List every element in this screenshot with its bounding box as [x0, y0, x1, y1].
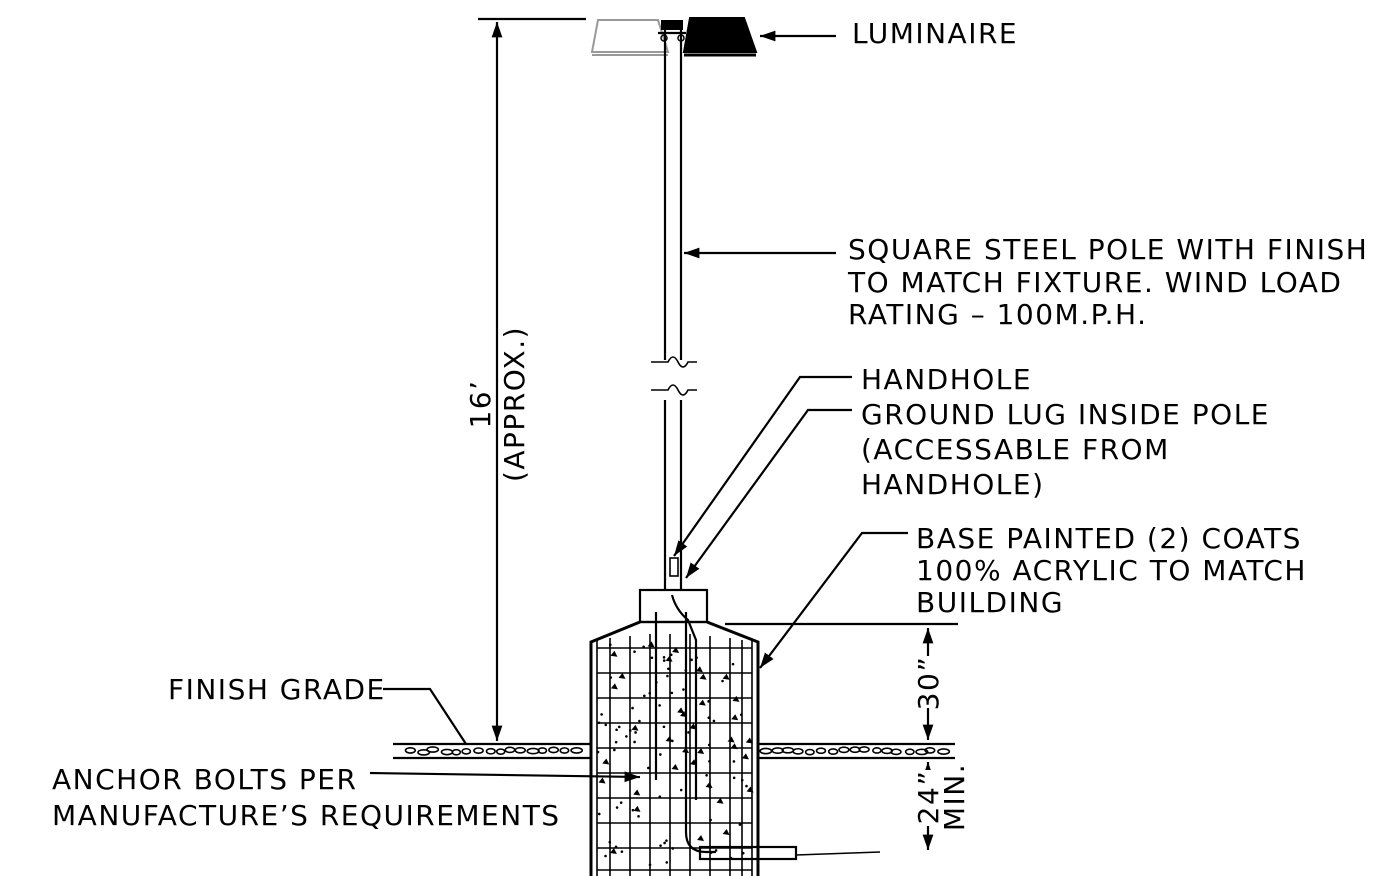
steel-pole [651, 30, 697, 590]
anchor-bolts-line-1: ANCHOR BOLTS PER [52, 763, 357, 796]
pole-note: SQUARE STEEL POLE WITH FINISH TO MATCH F… [847, 233, 1368, 331]
ground-lug-line-3: HANDHOLE) [861, 468, 1045, 501]
ground-lug-line-1: GROUND LUG INSIDE POLE [861, 398, 1270, 431]
base-paint-line-2: 100% ACRYLIC TO MATCH [916, 554, 1307, 587]
below-grade-value: 24” [912, 770, 945, 825]
concrete-base [589, 588, 881, 876]
pole-note-line-3: RATING – 100M.P.H. [848, 298, 1148, 331]
ground-lug-note: GROUND LUG INSIDE POLE (ACCESSABLE FROM … [861, 398, 1270, 501]
height-note: (APPROX.) [498, 326, 531, 482]
pole-note-line-2: TO MATCH FIXTURE. WIND LOAD [847, 266, 1342, 299]
luminaire-label: LUMINAIRE [852, 17, 1018, 50]
leader-lines [369, 30, 908, 783]
below-grade-dimension: 24” MIN. [912, 762, 971, 850]
base-paint-line-3: BUILDING [916, 586, 1064, 619]
base-paint-note: BASE PAINTED (2) COATS 100% ACRYLIC TO M… [916, 522, 1307, 619]
above-grade-dimension: 30” [725, 622, 958, 740]
above-grade-value: 30” [912, 656, 945, 711]
anchor-bolts-note: ANCHOR BOLTS PER MANUFACTURE’S REQUIREME… [52, 763, 561, 832]
anchor-bolts-line-2: MANUFACTURE’S REQUIREMENTS [52, 799, 561, 832]
luminaire-fixture [590, 17, 758, 57]
base-paint-line-1: BASE PAINTED (2) COATS [916, 522, 1302, 555]
height-value: 16’ [464, 379, 497, 428]
handhole-label: HANDHOLE [861, 363, 1032, 396]
concrete-aggregate-texture [596, 641, 754, 867]
pole-note-line-1: SQUARE STEEL POLE WITH FINISH [848, 233, 1368, 266]
below-grade-note: MIN. [938, 763, 971, 831]
ground-lug-line-2: (ACCESSABLE FROM [861, 433, 1170, 466]
height-dimension: 16’ (APPROX.) [464, 17, 586, 741]
finish-grade-label: FINISH GRADE [168, 673, 386, 706]
finish-grade-line [393, 742, 955, 760]
